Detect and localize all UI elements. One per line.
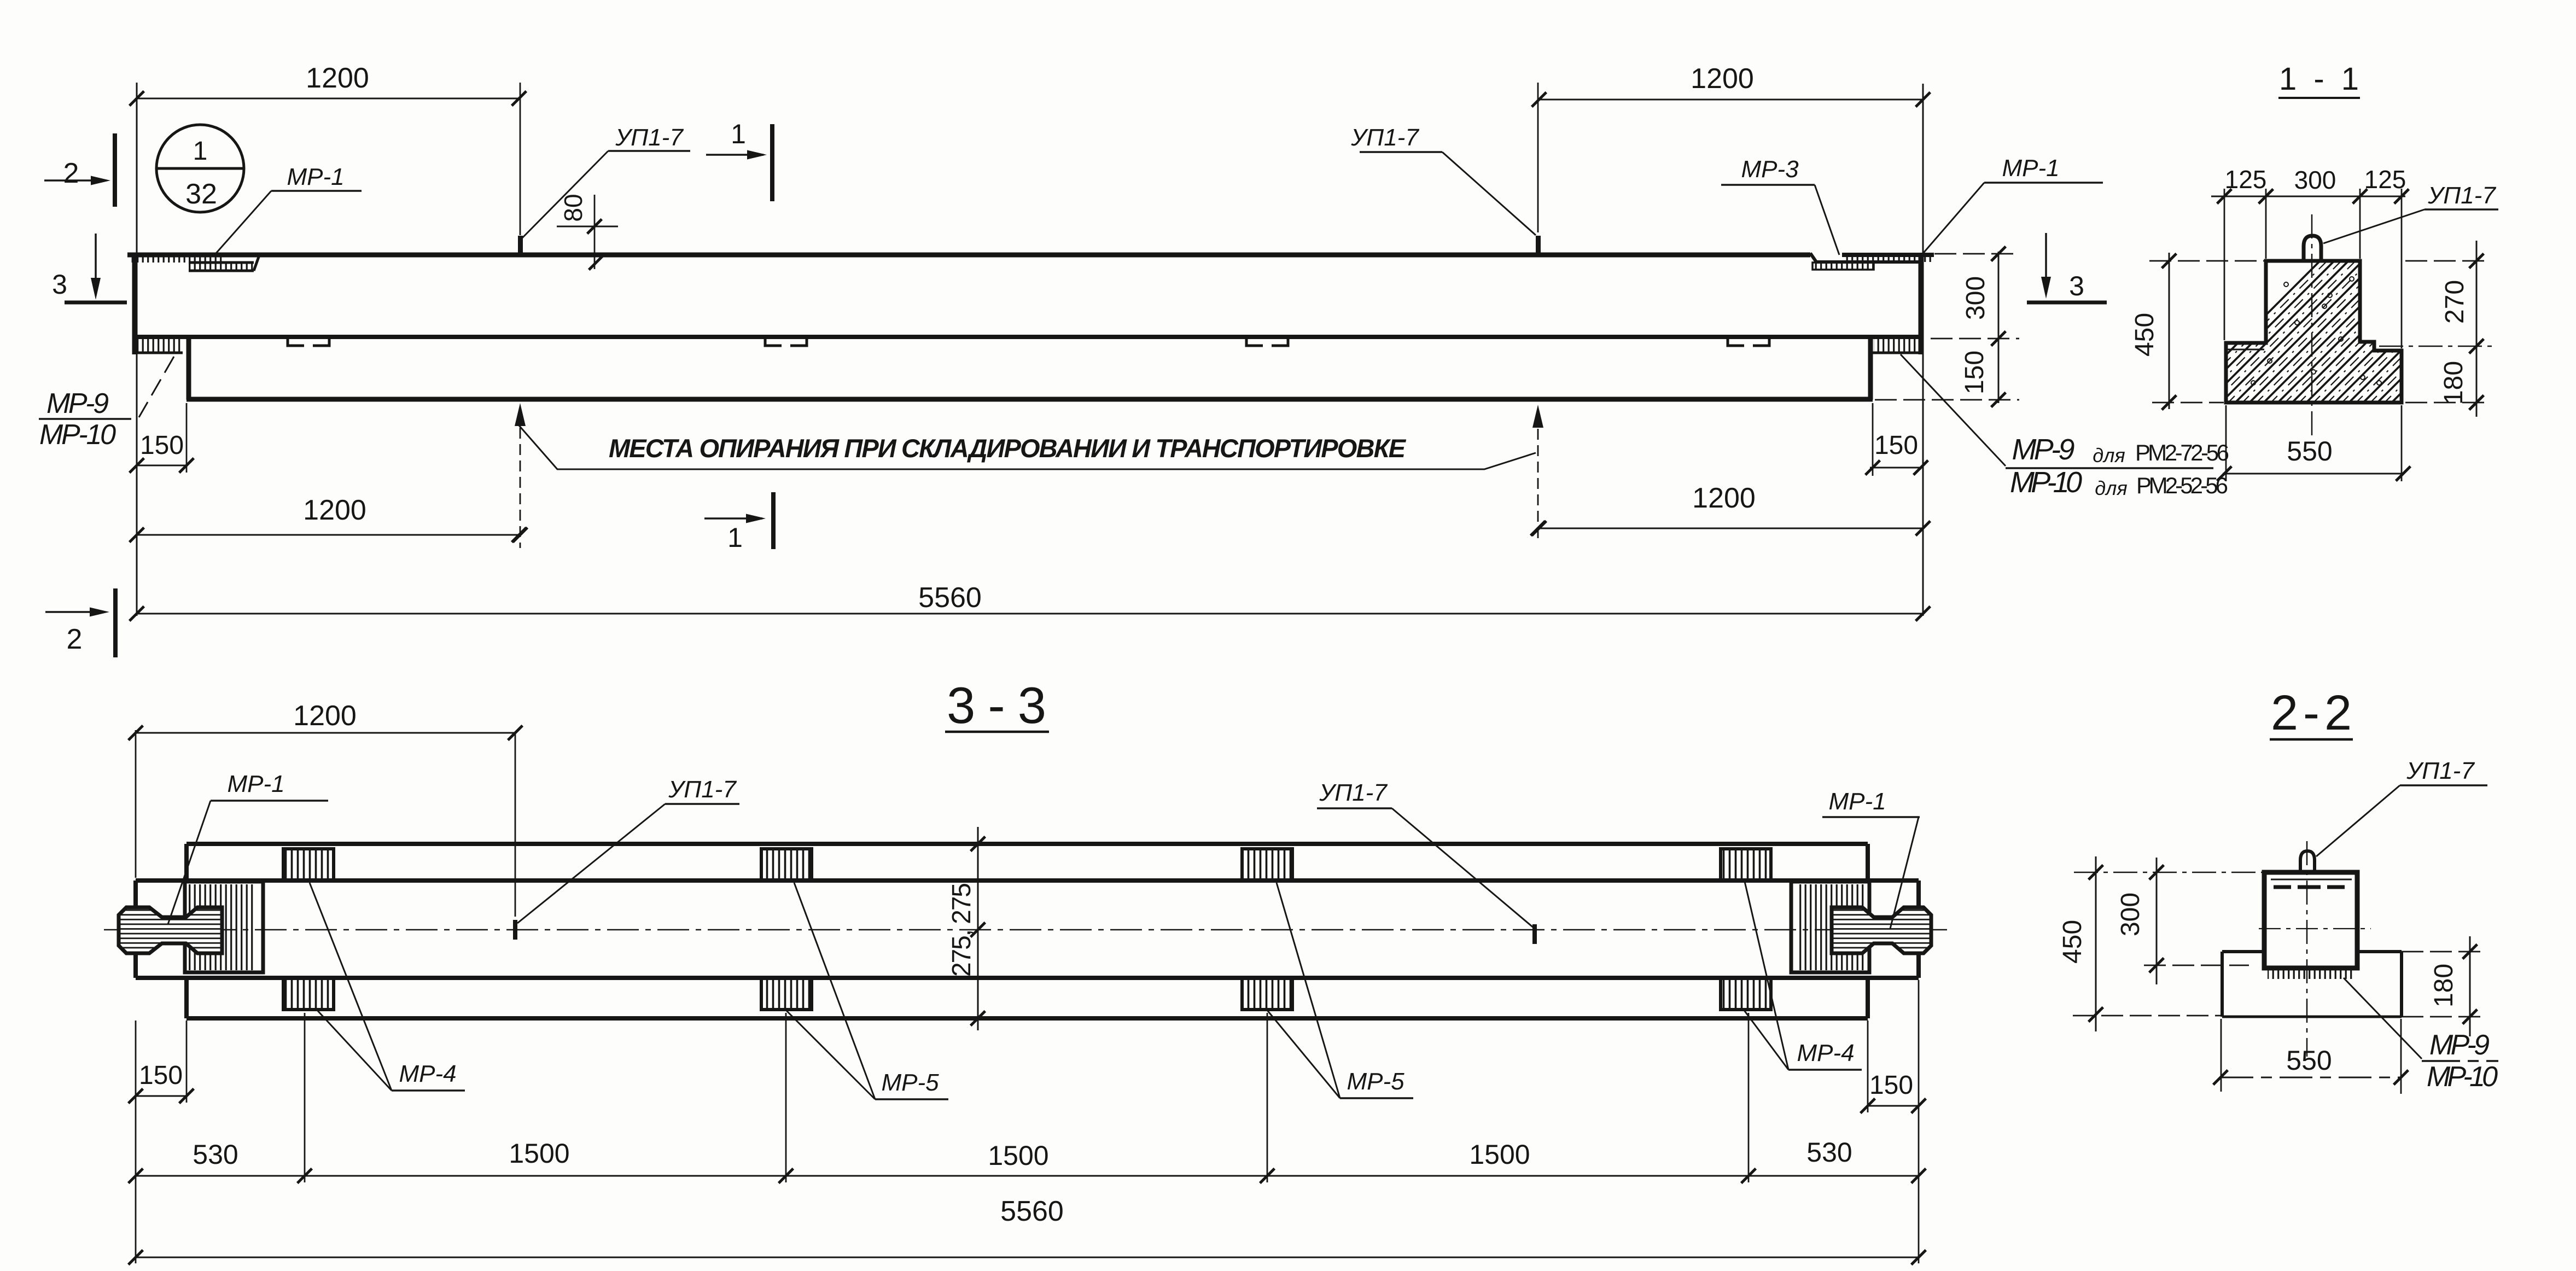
svg-text:80: 80 [559,194,587,221]
svg-text:МЕСТА ОПИРАНИЯ ПРИ СКЛАДИРОВАН: МЕСТА ОПИРАНИЯ ПРИ СКЛАДИРОВАНИИ И ТРАНС… [609,434,1407,463]
svg-text:МР-5: МР-5 [1347,1068,1404,1095]
svg-text:1200: 1200 [1691,63,1754,95]
svg-text:150: 150 [140,431,184,460]
svg-text:1200: 1200 [303,494,366,526]
svg-text:125: 125 [2225,165,2267,194]
svg-text:МР-9: МР-9 [46,388,109,419]
svg-text:для: для [2095,477,2127,499]
svg-text:1500: 1500 [1469,1139,1530,1170]
svg-text:180: 180 [2429,964,2458,1007]
svg-text:3: 3 [2069,271,2084,301]
svg-text:450: 450 [2130,313,2159,357]
svg-text:550: 550 [2287,436,2332,467]
svg-text:1 - 1: 1 - 1 [2279,61,2359,97]
svg-text:МР-1: МР-1 [227,771,284,797]
svg-text:для: для [2093,444,2125,467]
svg-text:МР-5: МР-5 [881,1069,939,1096]
svg-text:МР-4: МР-4 [399,1060,456,1087]
svg-text:РМ2-72-56: РМ2-72-56 [2135,440,2229,465]
svg-text:1: 1 [727,522,743,553]
svg-text:300: 300 [2116,893,2145,936]
svg-text:1500: 1500 [988,1140,1048,1171]
svg-text:УП1-7: УП1-7 [668,776,737,803]
svg-text:300: 300 [1961,276,1990,320]
svg-text:1200: 1200 [1692,482,1756,514]
svg-text:МР-9: МР-9 [2429,1029,2490,1061]
svg-text:300: 300 [2294,166,2336,194]
svg-text:32: 32 [185,178,217,210]
svg-text:2: 2 [67,623,83,655]
svg-text:5560: 5560 [918,582,982,614]
svg-text:2: 2 [63,158,79,189]
svg-text:МР-1: МР-1 [287,164,344,190]
svg-text:УП1-7: УП1-7 [615,124,684,151]
svg-text:3 - 3: 3 - 3 [947,677,1046,734]
svg-text:РМ2-52-56: РМ2-52-56 [2136,473,2228,498]
svg-text:530: 530 [1806,1137,1852,1168]
svg-text:270: 270 [2440,280,2469,324]
svg-text:1: 1 [731,119,746,149]
svg-text:5560: 5560 [1000,1196,1064,1227]
svg-text:450: 450 [2058,920,2087,964]
svg-text:550: 550 [2286,1045,2332,1076]
svg-text:УП1-7: УП1-7 [1319,779,1388,806]
svg-text:2 - 2: 2 - 2 [2271,686,2352,741]
svg-text:МР-1: МР-1 [1828,788,1886,815]
svg-text:1500: 1500 [509,1138,569,1169]
svg-text:1200: 1200 [293,700,357,732]
svg-text:МР-3: МР-3 [1741,156,1799,183]
svg-text:УП1-7: УП1-7 [2427,182,2496,209]
svg-text:МР-4: МР-4 [1797,1040,1854,1066]
svg-text:530: 530 [193,1139,238,1170]
svg-text:МР-1: МР-1 [2002,155,2059,182]
svg-text:125: 125 [2364,165,2406,194]
svg-text:275, 275: 275, 275 [947,883,976,977]
svg-text:1200: 1200 [306,62,369,94]
svg-text:УП1-7: УП1-7 [1350,124,1419,151]
svg-text:1: 1 [193,137,208,166]
svg-text:МР-10: МР-10 [2010,466,2082,499]
svg-text:МР-10: МР-10 [2427,1061,2498,1093]
svg-text:УП1-7: УП1-7 [2406,757,2475,784]
svg-text:150: 150 [1874,431,1918,460]
svg-text:150: 150 [1869,1071,1913,1100]
svg-text:150: 150 [139,1061,183,1090]
svg-text:180: 180 [2439,361,2468,405]
svg-text:МР-10: МР-10 [39,419,116,451]
svg-text:150: 150 [1960,351,1989,394]
svg-text:3: 3 [52,269,67,300]
svg-text:МР-9: МР-9 [2012,433,2075,466]
